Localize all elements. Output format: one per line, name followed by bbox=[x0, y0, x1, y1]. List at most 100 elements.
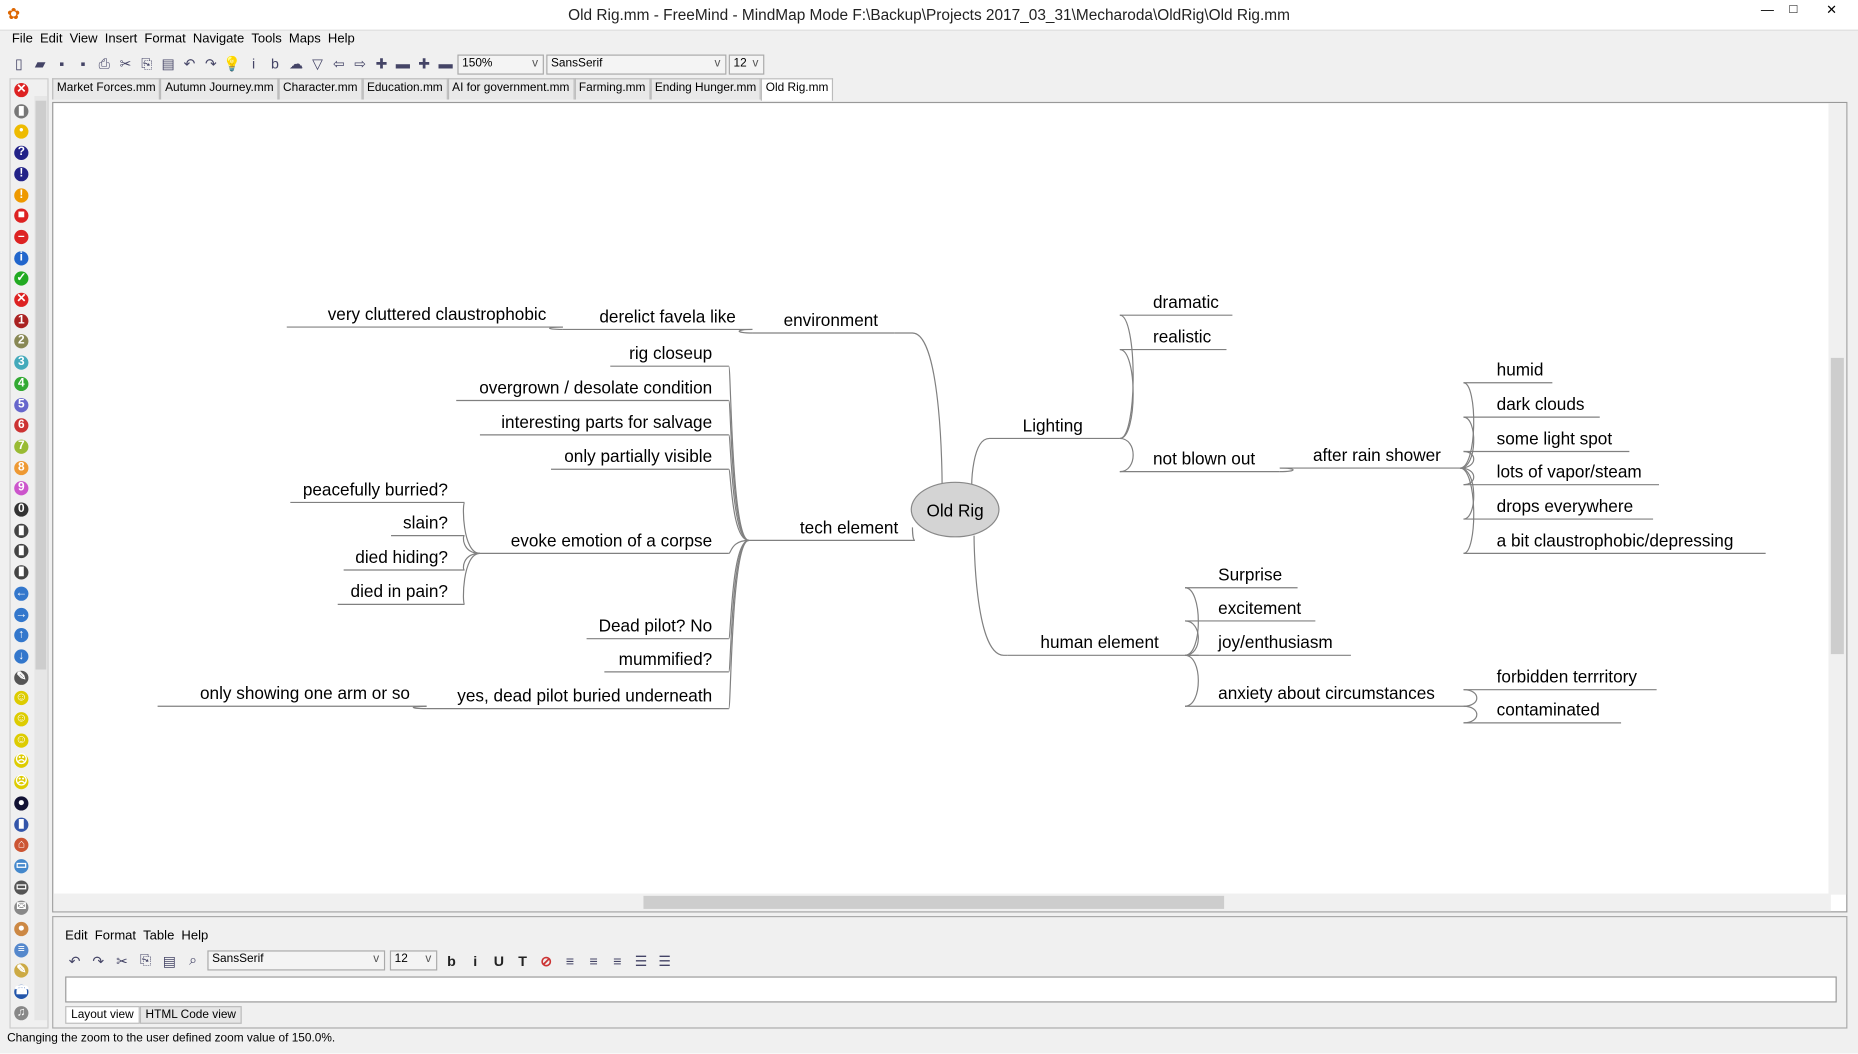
arrow-down-icon[interactable]: ↓ bbox=[14, 649, 29, 664]
bulb-icon[interactable]: 💡 bbox=[223, 55, 242, 73]
menu-edit[interactable]: Edit bbox=[39, 31, 63, 47]
save-as-icon[interactable]: ▪ bbox=[80, 55, 86, 73]
mindmap-node[interactable]: slain? bbox=[403, 513, 448, 533]
note-menu-table[interactable]: Table bbox=[143, 929, 175, 944]
note-size-select[interactable]: 12 bbox=[389, 950, 438, 971]
note-menu-help[interactable]: Help bbox=[181, 929, 209, 944]
smiley-neutral-icon[interactable]: ☺ bbox=[14, 712, 29, 727]
mindmap-node[interactable]: peacefully burried? bbox=[303, 479, 448, 499]
smiley-sad-icon[interactable]: ☹ bbox=[14, 754, 29, 769]
mindmap-node[interactable]: realistic bbox=[1153, 326, 1212, 346]
mindmap-node[interactable]: derelict favela like bbox=[599, 306, 736, 326]
remove-icon[interactable]: ▬ bbox=[395, 55, 411, 73]
mindmap-node[interactable]: not blown out bbox=[1153, 449, 1255, 469]
numbered-list-icon[interactable]: ☰ bbox=[658, 952, 672, 969]
mindmap-node[interactable]: evoke emotion of a corpse bbox=[511, 530, 712, 550]
back-icon[interactable]: ⇦ bbox=[332, 55, 345, 73]
new-icon[interactable]: ▯ bbox=[15, 55, 23, 73]
tab-map[interactable]: Market Forces.mm bbox=[52, 78, 161, 100]
stop-sign-icon[interactable]: – bbox=[14, 229, 29, 244]
edit-icon[interactable]: ✎ bbox=[14, 963, 29, 979]
mindmap-node[interactable]: dark clouds bbox=[1497, 394, 1585, 414]
stop-icon[interactable]: ■ bbox=[14, 208, 29, 224]
note-font-select[interactable]: SansSerif bbox=[207, 950, 386, 971]
menu-view[interactable]: View bbox=[69, 31, 98, 47]
mindmap-node[interactable]: Dead pilot? No bbox=[599, 616, 713, 636]
priority-1-icon[interactable]: 1 bbox=[14, 313, 29, 328]
minimize-button[interactable]: — bbox=[1760, 3, 1774, 18]
mindmap-node[interactable]: died in pain? bbox=[351, 581, 448, 601]
remove-format-button[interactable]: ⊘ bbox=[540, 952, 553, 969]
family-icon[interactable]: ● bbox=[14, 921, 29, 937]
cloud-icon[interactable]: ☁ bbox=[289, 55, 304, 73]
close-button[interactable]: ✕ bbox=[1826, 3, 1838, 18]
mindmap-node[interactable]: Lighting bbox=[1023, 415, 1083, 435]
mindmap-node[interactable]: only partially visible bbox=[564, 446, 712, 466]
arrow-up-icon[interactable]: ↑ bbox=[14, 628, 29, 643]
exclamation-icon[interactable]: ! bbox=[14, 166, 29, 182]
tab-map[interactable]: Autumn Journey.mm bbox=[160, 78, 279, 100]
redo-icon[interactable]: ↷ bbox=[92, 952, 105, 969]
bold-button[interactable]: b bbox=[447, 952, 456, 969]
tab-map[interactable]: Ending Hunger.mm bbox=[650, 78, 762, 100]
fax-icon[interactable]: ▭ bbox=[14, 879, 29, 895]
smiley-happy-icon[interactable]: ☺ bbox=[14, 691, 29, 706]
tab-html-code-view[interactable]: HTML Code view bbox=[139, 1006, 242, 1024]
mindmap-node[interactable]: Surprise bbox=[1218, 565, 1282, 585]
mindmap-node[interactable]: mummified? bbox=[619, 649, 713, 669]
smiley-oh-icon[interactable]: ☺ bbox=[14, 733, 29, 748]
tab-layout-view[interactable]: Layout view bbox=[65, 1006, 140, 1024]
font-size-select[interactable]: 12 bbox=[728, 53, 765, 75]
mindmap-node[interactable]: died hiding? bbox=[355, 547, 448, 567]
menu-navigate[interactable]: Navigate bbox=[192, 31, 245, 47]
italic-button[interactable]: i bbox=[473, 952, 478, 969]
traffic-green-icon[interactable]: ▮ bbox=[14, 565, 29, 580]
list-icon[interactable]: ≡ bbox=[14, 942, 29, 958]
mindmap-node[interactable]: excitement bbox=[1218, 598, 1301, 618]
add-icon[interactable]: ✚ bbox=[375, 55, 388, 73]
mindmap-node[interactable]: a bit claustrophobic/depressing bbox=[1497, 530, 1734, 550]
remove-icon[interactable]: ✕ bbox=[14, 82, 29, 98]
filter-icon[interactable]: ▽ bbox=[312, 55, 324, 73]
bullet-list-icon[interactable]: ☰ bbox=[634, 952, 648, 969]
mindmap-node[interactable]: overgrown / desolate condition bbox=[479, 377, 712, 397]
note-text-input[interactable] bbox=[65, 976, 1837, 1003]
mindmap-node[interactable]: tech element bbox=[800, 517, 899, 537]
trash-icon[interactable]: ▮ bbox=[14, 103, 29, 119]
menu-file[interactable]: File bbox=[11, 31, 33, 47]
note-menu-edit[interactable]: Edit bbox=[65, 929, 88, 944]
traffic-yellow-icon[interactable]: ▮ bbox=[14, 544, 29, 559]
folder-icon[interactable]: ▭ bbox=[14, 858, 29, 874]
mindmap-node[interactable]: environment bbox=[784, 310, 879, 330]
cut-icon[interactable]: ✂ bbox=[119, 55, 132, 73]
priority-2-icon[interactable]: 2 bbox=[14, 334, 29, 349]
clipboard-icon[interactable]: ▮ bbox=[14, 817, 29, 832]
mindmap-node[interactable]: forbidden terrritory bbox=[1497, 667, 1638, 687]
mindmap-node[interactable]: anxiety about circumstances bbox=[1218, 683, 1435, 703]
vertical-scrollbar[interactable] bbox=[1828, 103, 1847, 895]
smiley-angry-icon[interactable]: ☹ bbox=[14, 775, 29, 790]
text-color-button[interactable]: T bbox=[518, 952, 527, 969]
copy-icon[interactable]: ⎘ bbox=[141, 55, 153, 72]
traffic-red-icon[interactable]: ▮ bbox=[14, 523, 29, 538]
mindmap-node[interactable]: joy/enthusiasm bbox=[1217, 632, 1333, 652]
mail-icon[interactable]: ✉ bbox=[14, 900, 29, 916]
warning-icon[interactable]: ! bbox=[14, 187, 29, 203]
mindmap-node[interactable]: very cluttered claustrophobic bbox=[328, 304, 547, 324]
maximize-button[interactable]: □ bbox=[1789, 2, 1798, 17]
tab-map[interactable]: Education.mm bbox=[362, 78, 448, 100]
mindmap-node[interactable]: contaminated bbox=[1497, 700, 1600, 720]
mindmap-node[interactable]: humid bbox=[1497, 360, 1544, 380]
pencil-icon[interactable]: ✎ bbox=[14, 670, 29, 685]
music-icon[interactable]: ♫ bbox=[14, 1005, 29, 1021]
mindmap-node[interactable]: after rain shower bbox=[1313, 445, 1441, 465]
icon-toolbar-scrollbar[interactable] bbox=[34, 95, 48, 1021]
paste-icon[interactable]: ▤ bbox=[161, 55, 175, 73]
font-family-select[interactable]: SansSerif bbox=[546, 53, 727, 75]
tab-map[interactable]: Character.mm bbox=[278, 78, 363, 100]
menu-insert[interactable]: Insert bbox=[104, 31, 138, 47]
mindmap-node[interactable]: rig closeup bbox=[629, 343, 712, 363]
root-node[interactable]: Old Rig bbox=[926, 501, 983, 521]
priority-0-icon[interactable]: 0 bbox=[14, 502, 29, 517]
undo-icon[interactable]: ↶ bbox=[68, 952, 81, 969]
